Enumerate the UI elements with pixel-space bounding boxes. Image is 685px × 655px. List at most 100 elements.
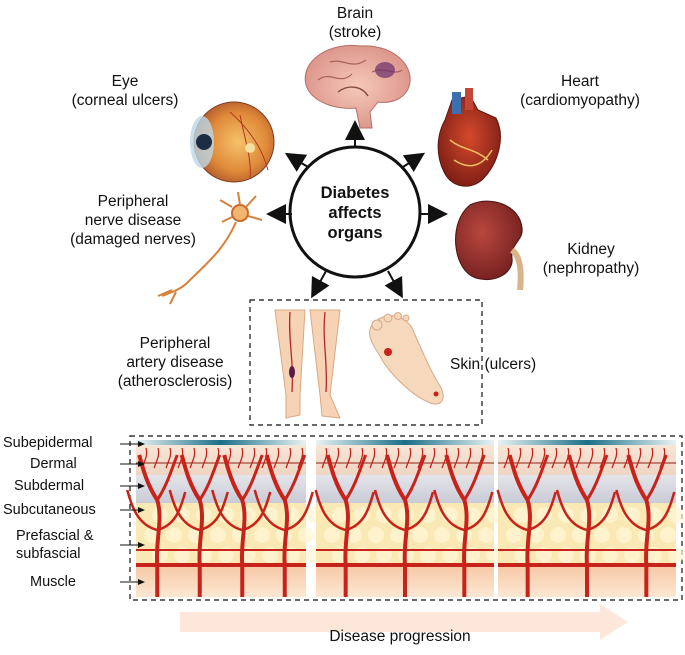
layer-prefascial-2: subfascial <box>16 546 81 562</box>
capillary <box>611 447 618 469</box>
capillary <box>587 447 594 469</box>
vessel-branch <box>645 454 668 501</box>
vessel-branch <box>403 454 427 501</box>
capillary <box>165 447 172 469</box>
layer-prefascial-1: Prefascial & <box>16 528 94 544</box>
capillary <box>249 447 256 469</box>
vessel-branch <box>199 491 229 532</box>
limb-skin-box <box>249 299 483 426</box>
vessel-branch <box>168 489 201 532</box>
vessel-branch <box>615 489 647 532</box>
vessel-branch <box>314 489 347 532</box>
capillary <box>515 447 522 469</box>
layer-subcutaneous: Subcutaneous <box>3 502 96 518</box>
skin-panel-1 <box>126 440 322 597</box>
capillary <box>575 447 582 469</box>
capillary <box>429 447 436 469</box>
layer-arrows <box>120 441 145 585</box>
brain-label: Brain (stroke) <box>308 4 402 42</box>
vessel-trunk <box>385 454 410 597</box>
vessel-branch <box>463 454 486 501</box>
capillary <box>201 447 208 469</box>
capillary <box>237 447 244 469</box>
vessel-branch <box>156 454 179 501</box>
kidney-condition: (nephropathy) <box>542 260 640 277</box>
vessel-branch <box>283 454 307 501</box>
capillary <box>647 447 654 469</box>
capillary <box>623 447 630 469</box>
heart-illustration <box>437 88 501 187</box>
vessel-branch <box>126 489 158 532</box>
vessel-branch <box>373 489 406 532</box>
capillary <box>539 447 546 469</box>
capillary <box>153 447 160 469</box>
vessel-branch <box>253 489 286 532</box>
capillary <box>635 447 642 469</box>
capillary <box>189 447 196 469</box>
heart-condition: (cardiomyopathy) <box>520 92 640 109</box>
layer-subepidermal: Subepidermal <box>3 435 93 451</box>
capillary <box>453 447 460 469</box>
capillary <box>333 447 340 469</box>
artery-label: Peripheral artery disease (atheroscleros… <box>100 334 250 391</box>
vessel-branch <box>463 491 494 532</box>
capillary <box>177 447 184 469</box>
vessel-branch <box>526 454 550 501</box>
vessel-branch <box>645 491 676 532</box>
skin-panels <box>126 440 684 597</box>
eye-name: Eye <box>111 73 139 90</box>
capillary <box>417 447 424 469</box>
eye-condition: (corneal ulcers) <box>71 92 179 109</box>
center-line2: affects <box>328 204 382 222</box>
vessel-branch <box>404 491 435 532</box>
capillary <box>659 447 666 469</box>
vessel-branch <box>527 491 557 532</box>
nerve-label: Peripheral nerve disease (damaged nerves… <box>58 192 208 249</box>
center-line1: Diabetes <box>320 184 390 202</box>
vessel-branch <box>156 491 187 532</box>
center-line3: organs <box>327 224 383 242</box>
capillary <box>321 447 328 469</box>
layer-muscle: Muscle <box>30 574 76 590</box>
progression-arrow <box>180 604 628 640</box>
skin-panel-3 <box>496 440 684 597</box>
vessel-branch <box>555 489 588 532</box>
legs-illustration <box>274 309 341 419</box>
artery-line3: (atherosclerosis) <box>117 373 233 390</box>
brain-condition: (stroke) <box>328 24 382 41</box>
foot-illustration <box>369 312 444 405</box>
vessel-trunk <box>626 454 651 597</box>
heart-name: Heart <box>561 73 599 90</box>
kidney-name: Kidney <box>567 241 615 258</box>
vessel-trunk <box>325 454 350 597</box>
capillary <box>465 447 472 469</box>
nerve-line2: nerve disease <box>84 212 182 229</box>
vessel-branch <box>345 491 375 532</box>
nerve-line3: (damaged nerves) <box>70 231 196 248</box>
eye-illustration <box>190 101 275 183</box>
capillary <box>477 447 484 469</box>
vessel-trunk <box>222 454 247 597</box>
vessel-branch <box>585 454 609 501</box>
vessel-branch <box>284 491 314 532</box>
skin-panel-2 <box>314 440 502 597</box>
capillary <box>225 447 232 469</box>
capillary <box>503 447 510 469</box>
capillary <box>405 447 412 469</box>
layer-subdermal: Subdermal <box>14 478 85 494</box>
vessel-branch <box>198 454 222 501</box>
layer-dermal: Dermal <box>30 456 77 472</box>
heart-label: Heart (cardiomyopathy) <box>505 72 655 110</box>
artery-line1: Peripheral <box>139 335 211 352</box>
vessel-branch <box>496 489 529 532</box>
capillary <box>285 447 292 469</box>
capillary <box>563 447 570 469</box>
capillary <box>213 447 220 469</box>
kidney-illustration <box>455 200 524 291</box>
vessel-trunk <box>444 454 469 597</box>
vessel-trunk <box>137 454 162 597</box>
center-title: Diabetes affects organs <box>300 183 410 243</box>
capillary <box>393 447 400 469</box>
vessel-trunk <box>507 454 532 597</box>
